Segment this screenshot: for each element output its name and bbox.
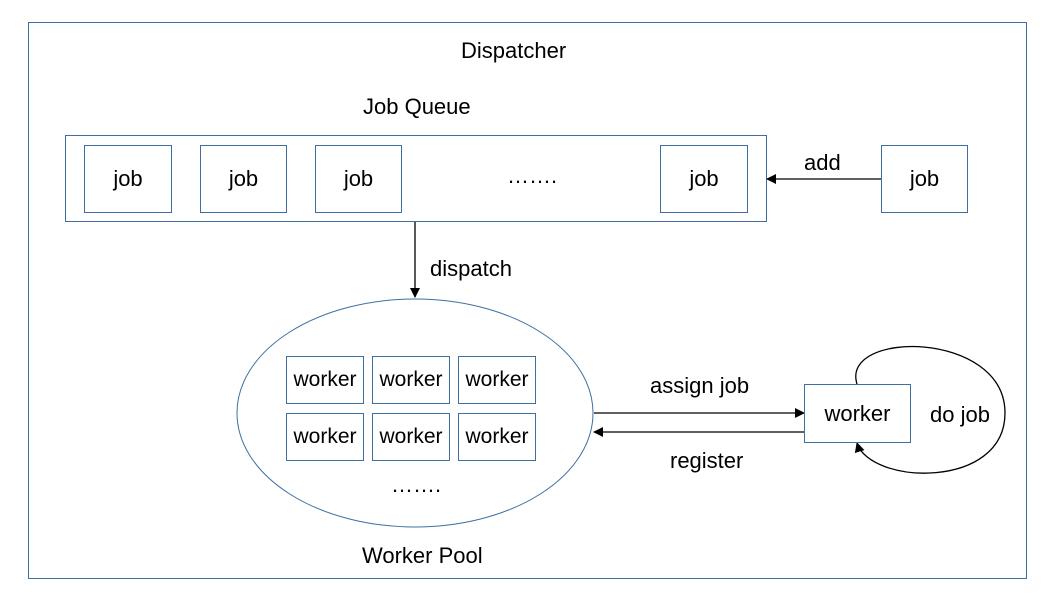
pool-worker-5: worker [372, 413, 450, 461]
job-queue-container [65, 135, 767, 222]
dispatch-label: dispatch [430, 256, 512, 281]
pool-worker-6: worker [458, 413, 536, 461]
active-worker: worker [804, 384, 911, 443]
pool-worker-4: worker [286, 413, 364, 461]
pool-worker-2: worker [372, 356, 450, 404]
do-job-loop-arrow [854, 345, 1006, 474]
queue-job-1: job [84, 145, 172, 213]
queue-job-last: job [660, 145, 748, 213]
do-job-label: do job [930, 402, 990, 427]
queue-job-2: job [200, 145, 287, 213]
add-label: add [804, 150, 841, 175]
incoming-job: job [881, 145, 968, 213]
queue-job-3: job [315, 145, 402, 213]
dispatcher-title: Dispatcher [461, 38, 567, 63]
worker-pool-title: Worker Pool [362, 543, 483, 568]
pool-worker-1: worker [286, 356, 364, 404]
assign-job-label: assign job [650, 373, 750, 398]
pool-worker-3: worker [458, 356, 536, 404]
register-label: register [670, 448, 744, 473]
pool-ellipsis: ……. [391, 472, 442, 497]
job-queue-title: Job Queue [363, 94, 471, 119]
queue-ellipsis: ……. [507, 163, 558, 188]
